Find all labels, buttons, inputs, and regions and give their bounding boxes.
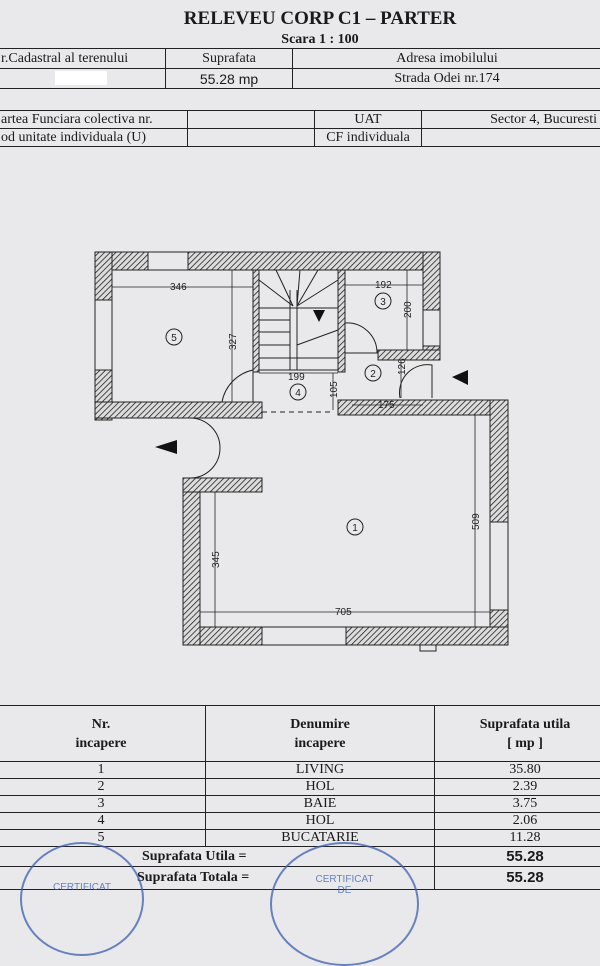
room-area: 11.28 [435, 830, 600, 847]
room-name: BAIE [206, 796, 435, 813]
walls [95, 252, 508, 645]
header-name-line2: incapere [294, 736, 345, 751]
dim-509: 509 [471, 513, 482, 530]
header-nr-line1: Nr. [92, 717, 111, 732]
room-area: 35.80 [435, 762, 600, 779]
total-area-value: 55.28 [435, 867, 600, 890]
room-name: HOL [206, 779, 435, 796]
room-4-label: 4 [295, 388, 301, 399]
header-name: Denumire incapere [206, 706, 435, 762]
room-area: 2.06 [435, 813, 600, 830]
room-5-label: 5 [171, 333, 177, 344]
entrance-arrow-left-icon [155, 440, 177, 454]
stairs [259, 270, 338, 370]
official-stamp-left: CERTIFICAT [20, 842, 144, 956]
entrance-arrow-right-icon [452, 370, 468, 385]
windows [95, 252, 508, 651]
room-nr: 3 [0, 796, 206, 813]
room-nr: 2 [0, 779, 206, 796]
dim-192: 192 [375, 280, 392, 291]
room-1-label: 1 [352, 523, 358, 534]
room-2-label: 2 [370, 369, 376, 380]
header-area: Suprafata utila [ mp ] [435, 706, 600, 762]
stamp-text: CERTIFICAT [272, 874, 417, 885]
header-name-line1: Denumire [290, 717, 350, 732]
room-area: 3.75 [435, 796, 600, 813]
useful-area-value: 55.28 [435, 847, 600, 867]
stair-direction-arrow-icon [313, 310, 325, 322]
room-nr: 1 [0, 762, 206, 779]
room-nr: 5 [0, 830, 206, 847]
dim-200: 200 [403, 301, 414, 318]
room-area: 2.39 [435, 779, 600, 796]
dim-705: 705 [335, 607, 352, 618]
dim-175: 175 [378, 400, 395, 411]
stamp-text-2: DE [272, 885, 417, 896]
dim-327: 327 [228, 333, 239, 350]
header-nr: Nr. incapere [0, 706, 206, 762]
dim-105: 105 [329, 381, 340, 398]
room-name: BUCATARIE [206, 830, 435, 847]
header-area-line1: Suprafata utila [480, 717, 571, 732]
room-nr: 4 [0, 813, 206, 830]
room-name: HOL [206, 813, 435, 830]
dim-126: 126 [397, 358, 408, 375]
room-3-label: 3 [380, 297, 386, 308]
room-name: LIVING [206, 762, 435, 779]
header-area-line2: [ mp ] [507, 736, 543, 751]
dim-346: 346 [170, 282, 187, 293]
header-nr-line2: incapere [75, 736, 126, 751]
dim-345: 345 [211, 551, 222, 568]
dim-199: 199 [288, 372, 305, 383]
stamp-text: CERTIFICAT [22, 882, 142, 893]
